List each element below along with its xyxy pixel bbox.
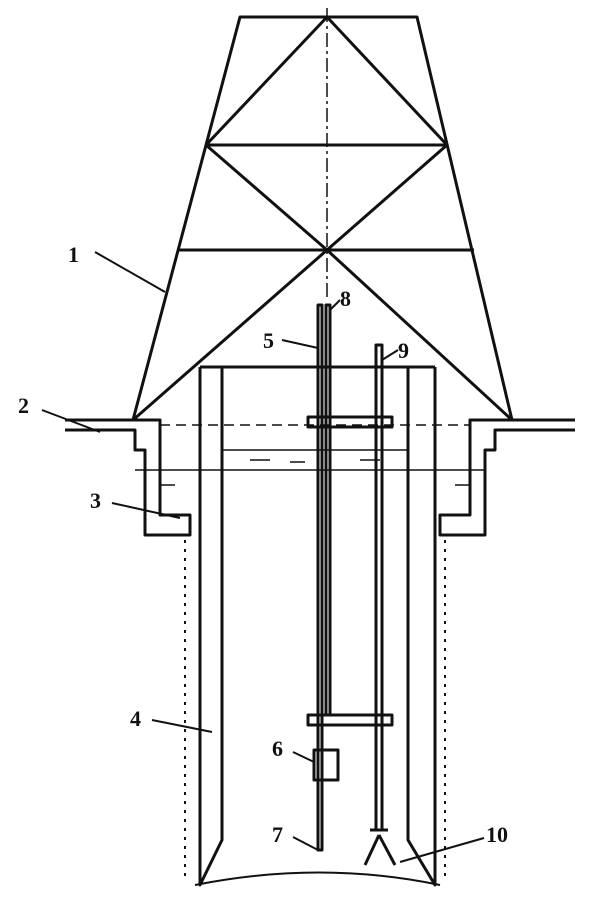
leader-lines	[41, 251, 485, 863]
label-3: 3	[90, 488, 101, 513]
label-7: 7	[272, 822, 283, 847]
casing	[160, 365, 470, 887]
weight-block	[312, 748, 340, 782]
drill-rods	[306, 303, 397, 866]
label-8: 8	[340, 286, 351, 311]
clamp-lower	[306, 713, 394, 727]
label-10: 10	[486, 822, 508, 847]
label-2: 2	[18, 393, 29, 418]
clamp-upper	[306, 415, 394, 429]
derrick	[131, 8, 514, 422]
drill-bit	[363, 828, 397, 866]
label-9: 9	[398, 338, 409, 363]
ground	[65, 418, 575, 886]
label-5: 5	[263, 328, 274, 353]
label-4: 4	[130, 706, 141, 731]
label-1: 1	[68, 242, 79, 267]
labels: 1 2 3 4 5 6 7 8 9 10	[18, 242, 508, 847]
label-6: 6	[272, 736, 283, 761]
